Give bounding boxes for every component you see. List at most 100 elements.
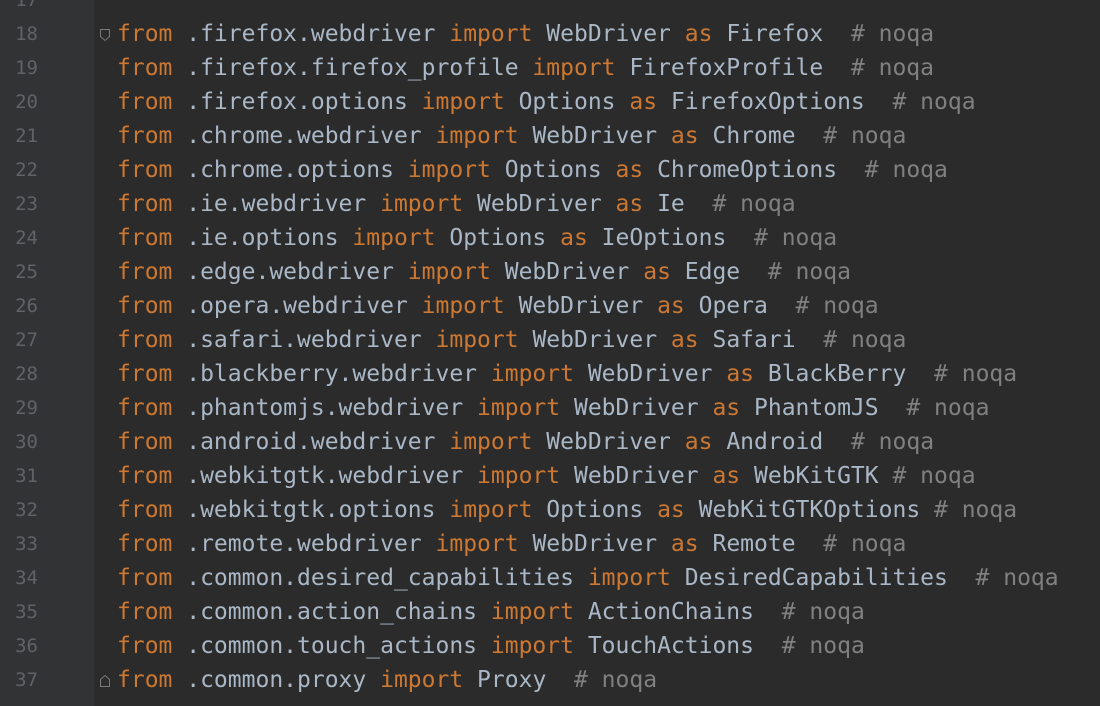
identifier-token: .firefox.options [172,89,422,115]
identifier-token: .common.action_chains [172,599,491,625]
identifier-token: Firefox [712,21,851,47]
identifier-token: WebDriver [518,531,671,557]
identifier-token: .safari.webdriver [172,327,436,353]
identifier-token: PhantomJS [740,395,907,421]
keyword-token: from [117,293,173,319]
identifier-token: FirefoxProfile [615,55,851,81]
identifier-token: Opera [684,293,796,319]
comment-token: # noqa [850,21,935,47]
line-number: 31 [15,465,38,487]
keyword-token: import [407,157,491,183]
code-line[interactable]: 24 from .ie.options import Options as IeO… [0,221,1100,255]
line-number: 17 [15,0,38,11]
comment-token: # noqa [767,259,851,285]
line-number: 36 [15,635,38,657]
identifier-token: WebKitGTK [740,463,893,489]
code-text: from .webkitgtk.webdriver import WebDriv… [117,459,976,493]
identifier-token: Android [712,429,851,455]
code-line[interactable]: 31 from .webkitgtk.webdriver import WebDr… [0,459,1100,493]
code-text: from .ie.webdriver import WebDriver as I… [117,187,796,221]
code-text: from .common.proxy import Proxy # noqa [117,663,657,697]
identifier-token: .webkitgtk.webdriver [172,463,478,489]
keyword-token: from [117,327,173,353]
comment-token: # noqa [864,157,948,183]
keyword-token: as [726,361,755,387]
identifier-token: .common.proxy [172,667,381,693]
code-text: from .common.touch_actions import TouchA… [117,629,865,663]
keyword-token: import [421,89,505,115]
comment-token: # noqa [892,463,976,489]
identifier-token: WebDriver [560,463,713,489]
line-number: 21 [15,125,38,147]
keyword-token: import [435,531,519,557]
line-number: 28 [15,363,38,385]
keyword-token: as [684,429,713,455]
code-line[interactable]: 21 from .chrome.webdriver import WebDrive… [0,119,1100,153]
keyword-token: from [117,191,173,217]
identifier-token: .chrome.options [172,157,408,183]
comment-token: # noqa [906,395,990,421]
keyword-token: as [712,395,741,421]
keyword-token: as [629,89,658,115]
identifier-token: .common.touch_actions [172,633,491,659]
keyword-token: from [117,157,173,183]
keyword-token: import [407,259,491,285]
identifier-token: WebDriver [532,429,685,455]
code-text: from .common.desired_capabilities import… [117,561,1059,595]
keyword-token: import [449,497,533,523]
code-text: from .chrome.webdriver import WebDriver … [117,119,906,153]
code-text: from .ie.options import Options as IeOpt… [117,221,837,255]
identifier-token: ChromeOptions [643,157,865,183]
line-number: 34 [15,567,38,589]
keyword-token: from [117,531,173,557]
keyword-token: from [117,463,173,489]
code-line[interactable]: 36 from .common.touch_actions import Touc… [0,629,1100,663]
keyword-token: from [117,259,173,285]
code-text: from .safari.webdriver import WebDriver … [117,323,906,357]
code-text: from .opera.webdriver import WebDriver a… [117,289,879,323]
identifier-token: WebDriver [573,361,727,387]
fold-end-icon[interactable] [99,674,111,688]
line-number: 24 [15,227,38,249]
identifier-token: WebDriver [504,293,658,319]
identifier-token: Options [504,89,630,115]
fold-start-icon[interactable] [99,28,111,42]
comment-token: # noqa [934,497,1018,523]
line-number: 18 [15,23,38,45]
keyword-token: as [657,497,685,523]
comment-token: # noqa [781,633,865,659]
keyword-token: from [117,361,173,387]
identifier-token: Safari [698,327,824,353]
code-line[interactable]: 17 [0,0,1100,17]
keyword-token: from [117,55,173,81]
identifier-token: WebDriver [490,259,644,285]
comment-token: # noqa [934,361,1018,387]
comment-token: # noqa [573,667,658,693]
identifier-token: Remote [698,531,824,557]
keyword-token: as [670,531,699,557]
keyword-token: import [490,361,574,387]
code-line[interactable]: 28 from .blackberry.webdriver import WebD… [0,357,1100,391]
code-text: from .blackberry.webdriver import WebDri… [117,357,1017,391]
comment-token: # noqa [795,293,879,319]
keyword-token: import [477,395,561,421]
comment-token: # noqa [975,565,1059,591]
code-line[interactable]: 38 [0,697,1100,706]
code-line[interactable]: 34 from .common.desired_capabilities impo… [0,561,1100,595]
line-number: 20 [15,91,38,113]
